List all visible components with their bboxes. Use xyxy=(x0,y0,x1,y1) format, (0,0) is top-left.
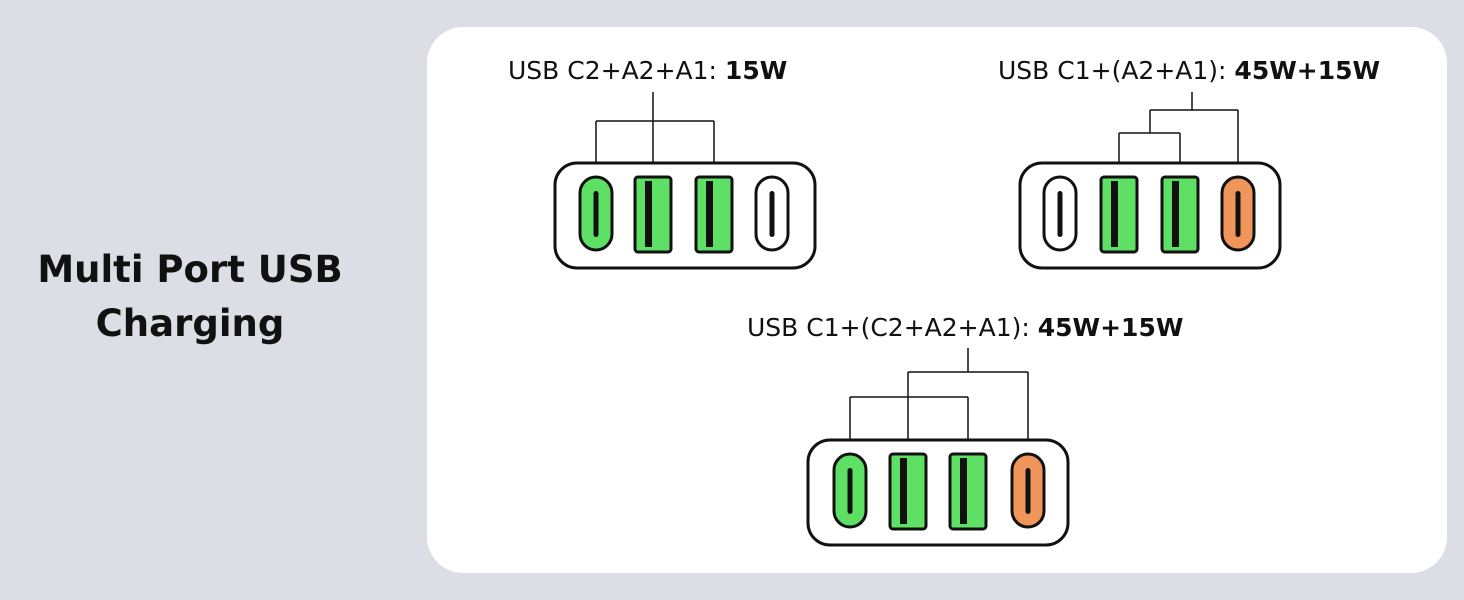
charger-1-usb-a-port-2 xyxy=(633,175,673,254)
config-1-label: USB C2+A2+A1: 15W xyxy=(508,56,787,85)
charger-2-usb-c-slot-1 xyxy=(1057,191,1063,237)
charger-3 xyxy=(806,438,1070,547)
charger-1-body xyxy=(553,161,817,270)
config-3-ports-text: USB C1+(C2+A2+A1): xyxy=(747,313,1038,342)
charger-1-usb-a-tongue-3 xyxy=(706,181,713,247)
config-1-power: 15W xyxy=(724,56,788,85)
charger-3-usb-a-tongue-3 xyxy=(960,458,967,524)
charger-3-usb-a-port-2 xyxy=(888,452,928,531)
config-2-ports-text: USB C1+(A2+A1): xyxy=(998,56,1235,85)
charger-3-usb-a-tongue-2 xyxy=(900,458,907,524)
config-2-power: 45W+15W xyxy=(1234,56,1381,85)
charger-2 xyxy=(1018,161,1282,270)
charger-1-usb-c-slot-4 xyxy=(769,191,775,237)
section-heading-line2: Charging xyxy=(95,302,285,345)
section-heading-line1: Multi Port USB xyxy=(37,248,343,291)
charger-2-usb-a-tongue-3 xyxy=(1172,181,1179,247)
section-heading: Multi Port USB Charging xyxy=(0,243,380,351)
charger-2-usb-a-port-2 xyxy=(1099,175,1139,254)
charger-2-usb-a-port-3 xyxy=(1160,175,1200,254)
config-2-label: USB C1+(A2+A1): 45W+15W xyxy=(998,56,1380,85)
charger-2-usb-c-slot-4 xyxy=(1235,191,1241,237)
charger-3-usb-c-slot-1 xyxy=(847,468,853,514)
config-1-ports-text: USB C2+A2+A1: xyxy=(508,56,725,85)
charger-2-body xyxy=(1018,161,1282,270)
config-3-label: USB C1+(C2+A2+A1): 45W+15W xyxy=(747,313,1183,342)
charger-1-usb-c-slot-1 xyxy=(593,191,599,237)
charger-3-usb-c-slot-4 xyxy=(1025,468,1031,514)
config-3-power: 45W+15W xyxy=(1037,313,1184,342)
charger-3-usb-a-port-3 xyxy=(948,452,988,531)
charger-1-usb-a-tongue-2 xyxy=(645,181,652,247)
charger-2-usb-a-tongue-2 xyxy=(1111,181,1118,247)
charger-3-body xyxy=(806,438,1070,547)
charger-1 xyxy=(553,161,817,270)
charger-1-usb-a-port-3 xyxy=(694,175,734,254)
